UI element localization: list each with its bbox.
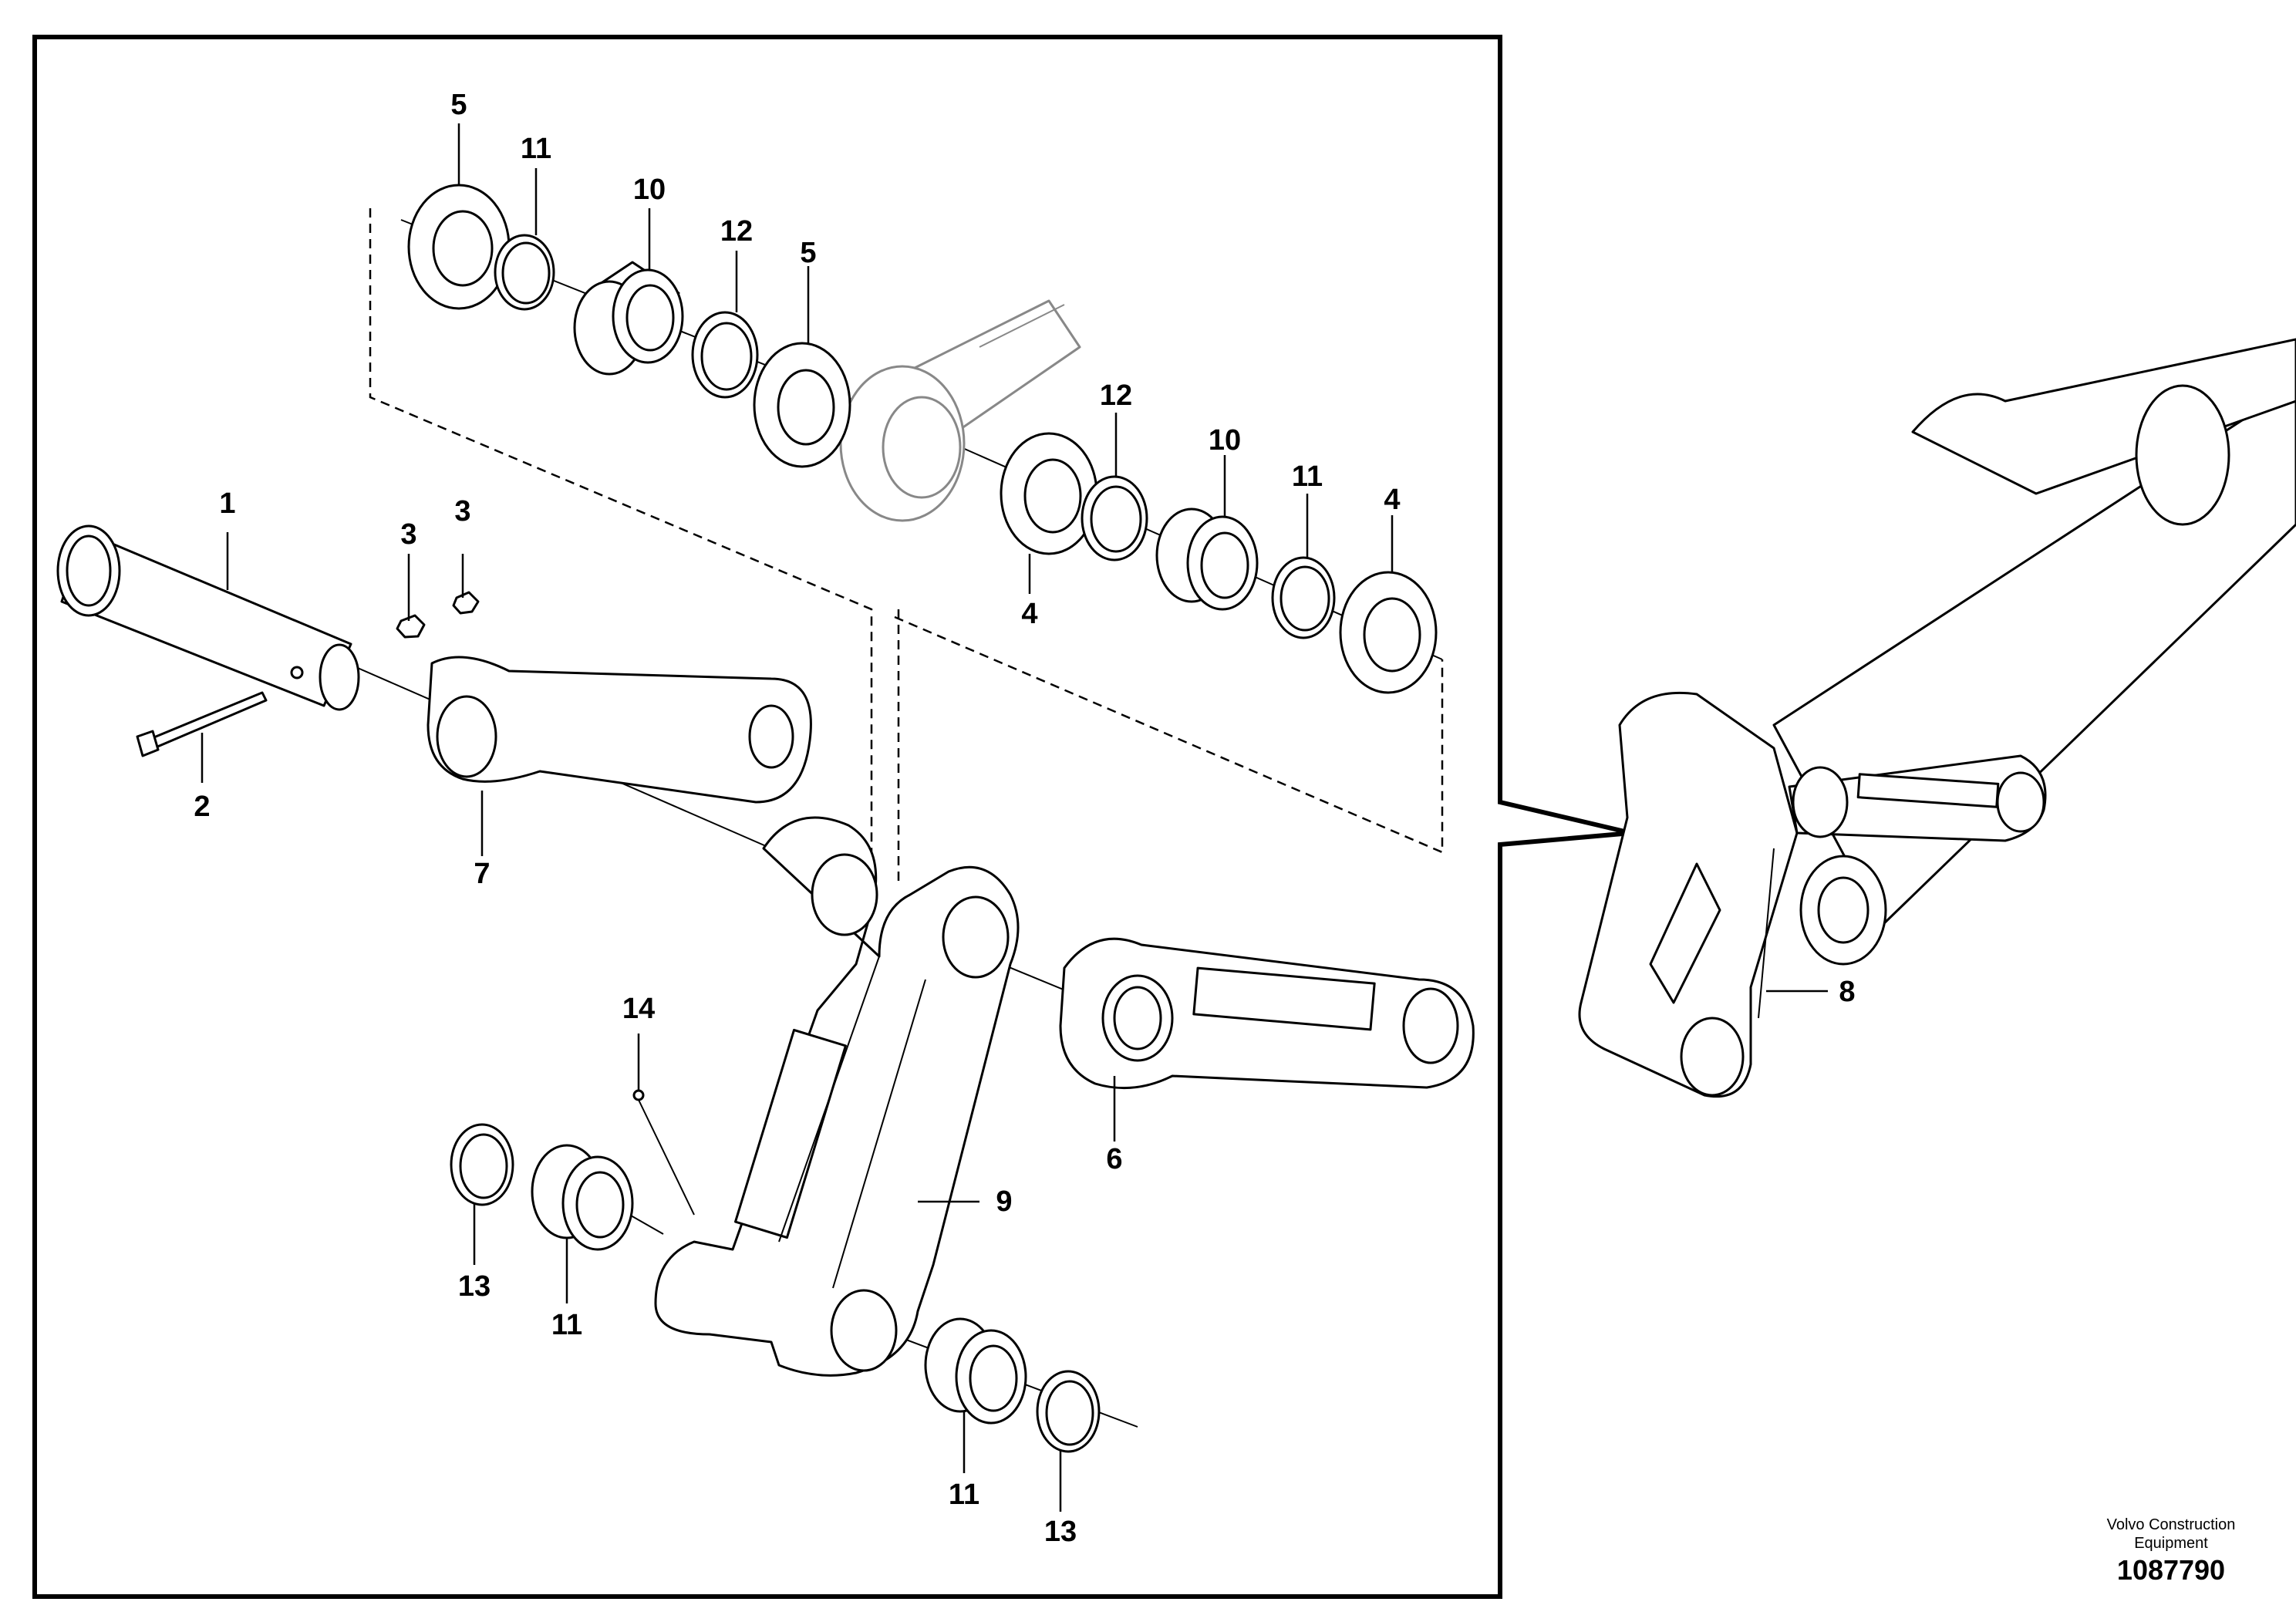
callout-10-upper: 10 <box>633 174 666 206</box>
callout-11-lower-right: 11 <box>949 1479 979 1511</box>
callout-8: 8 <box>1839 976 1855 1008</box>
nut-3-right <box>452 591 480 615</box>
callout-1: 1 <box>219 487 235 520</box>
document-number: 1087790 <box>2117 1554 2225 1586</box>
h-link-9 <box>654 816 1020 1377</box>
cylinder-rod-end <box>839 299 1081 522</box>
washer-4-middle <box>1000 432 1098 555</box>
callout-2: 2 <box>194 791 210 823</box>
callout-11-middle: 11 <box>1292 460 1323 493</box>
bushing-11-left <box>531 1144 634 1251</box>
callout-11-upper: 11 <box>521 133 551 165</box>
machine-overview <box>1578 338 2296 1098</box>
callout-7: 7 <box>474 858 490 890</box>
assembly-dashed-lines <box>369 208 1444 887</box>
callout-12-middle: 12 <box>1100 379 1132 412</box>
grease-nipple-14 <box>632 1089 695 1216</box>
manufacturer-line-1: Volvo Construction <box>2107 1516 2236 1533</box>
nut-3-left <box>396 614 426 639</box>
callout-9: 9 <box>996 1185 1012 1218</box>
callout-3-left: 3 <box>400 518 416 551</box>
link-6 <box>1059 937 1475 1090</box>
bushing-11-right <box>924 1317 1027 1425</box>
callout-6: 6 <box>1106 1143 1122 1175</box>
callout-4-middle: 4 <box>1021 598 1037 630</box>
callout-13-right: 13 <box>1044 1516 1077 1548</box>
ring-12-upper <box>691 311 759 399</box>
washer-4-right <box>1339 571 1438 694</box>
link-7 <box>426 656 812 804</box>
pin-1 <box>56 524 360 711</box>
callout-5-middle: 5 <box>800 237 816 269</box>
bolt-2 <box>136 691 268 757</box>
main-frame <box>32 35 1632 1599</box>
washer-5-upper <box>407 184 511 310</box>
seal-13-left <box>450 1123 514 1206</box>
washer-5-middle <box>753 342 851 468</box>
seal-13-right <box>1036 1370 1101 1453</box>
seal-11-middle <box>1271 556 1336 639</box>
callout-10-middle: 10 <box>1209 424 1241 457</box>
footer: Volvo Construction Equipment 1087790 <box>2107 1516 2236 1586</box>
callout-11-lower-left: 11 <box>551 1309 582 1341</box>
callout-12-upper: 12 <box>720 215 753 248</box>
ring-12-middle <box>1081 475 1148 561</box>
bushing-10-middle <box>1155 508 1259 611</box>
callout-14: 14 <box>622 993 655 1025</box>
callout-5-upper: 5 <box>450 89 467 121</box>
manufacturer-line-2: Equipment <box>2134 1535 2208 1552</box>
callout-3-right: 3 <box>454 495 470 528</box>
callout-4-right: 4 <box>1384 484 1400 516</box>
callouts: 5 11 10 12 5 12 10 11 4 4 1 3 3 2 7 6 9 … <box>194 89 1855 1548</box>
callout-13-left: 13 <box>458 1270 491 1303</box>
bushing-10-upper <box>573 261 684 376</box>
seal-11-upper <box>494 234 555 311</box>
leader-lines <box>201 123 1828 1512</box>
